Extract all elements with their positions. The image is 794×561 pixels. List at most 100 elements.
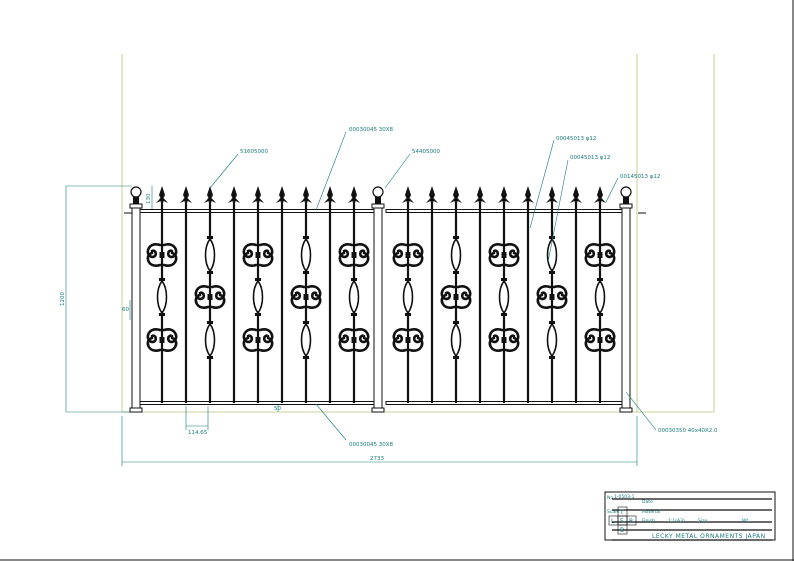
- title-block-scale-label: Scale: [607, 509, 619, 515]
- post-plate: [371, 203, 385, 209]
- post: [131, 205, 141, 413]
- scroll-ornament: [354, 336, 370, 352]
- spear-finial: [300, 186, 312, 206]
- spear-finial: [276, 186, 288, 206]
- scroll-ornament: [600, 251, 616, 267]
- post-cap: [620, 186, 632, 198]
- scroll-collar: [405, 337, 411, 343]
- scroll-ornament: [162, 336, 178, 352]
- spindle-collar: [453, 321, 459, 324]
- spindle-ornament: [498, 279, 510, 315]
- spindle-ornament: [204, 322, 216, 358]
- spindle-collar: [501, 313, 507, 316]
- spindle-collar: [255, 313, 261, 316]
- spindle-collar: [405, 313, 411, 316]
- spear-finial: [204, 186, 216, 206]
- spear-finial: [426, 186, 438, 206]
- scroll-ornament: [242, 328, 258, 344]
- title-block-weight-label: Wt.: [742, 518, 750, 524]
- scroll-ornament: [162, 328, 178, 344]
- scroll-ornament: [440, 285, 456, 301]
- scroll-ornament: [338, 251, 354, 267]
- scroll-collar: [597, 252, 603, 258]
- scroll-ornament: [242, 243, 258, 259]
- scroll-ornament: [552, 285, 568, 301]
- scroll-ornament: [258, 328, 274, 344]
- scroll-ornament: [338, 336, 354, 352]
- spear-finial: [324, 186, 336, 206]
- post: [373, 205, 383, 413]
- projection-front: F: [620, 518, 624, 525]
- spindle-collar: [549, 236, 555, 239]
- scroll-ornament: [584, 243, 600, 259]
- scroll-ornament: [408, 251, 424, 267]
- callout-bottom-rail: 00030045 30X8: [349, 442, 394, 448]
- company-name: LECKY METAL ORNAMENTS JAPAN: [652, 533, 766, 540]
- spindle-ornament: [450, 322, 462, 358]
- post-cap-neck: [375, 197, 381, 204]
- scroll-collar: [501, 337, 507, 343]
- projection-left: L: [611, 518, 615, 525]
- leader-lines: [209, 131, 657, 441]
- scroll-collar: [453, 294, 459, 300]
- spindle-collar: [405, 278, 411, 281]
- spindle-collar: [549, 321, 555, 324]
- scroll-collar: [597, 337, 603, 343]
- scroll-ornament: [536, 285, 552, 301]
- title-block-finish-label: Finish: [642, 518, 655, 524]
- scroll-ornament: [392, 328, 408, 344]
- scroll-collar: [159, 252, 165, 258]
- scroll-ornament: [456, 285, 472, 301]
- spindle-collar: [207, 271, 213, 274]
- scroll-ornament: [290, 285, 306, 301]
- scroll-ornament: [338, 328, 354, 344]
- callout-finial-spear: 51605000: [240, 149, 268, 155]
- spear-finial: [474, 186, 486, 206]
- scroll-collar: [303, 294, 309, 300]
- post-plate: [129, 203, 143, 209]
- scroll-ornament: [194, 293, 210, 309]
- scroll-ornament: [146, 336, 162, 352]
- callout-bar-1: 00045013 φ12: [556, 136, 596, 142]
- dimension-overall-height: 1200: [60, 292, 66, 306]
- projection-bottom: B: [620, 527, 624, 534]
- scroll-ornament: [504, 328, 520, 344]
- spindle-collar: [351, 313, 357, 316]
- spindle-collar: [207, 236, 213, 239]
- scroll-ornament: [210, 293, 226, 309]
- spindle-collar: [303, 236, 309, 239]
- spindle-ornament: [546, 237, 558, 273]
- spindle-collar: [303, 271, 309, 274]
- scroll-ornament: [456, 293, 472, 309]
- dimension-lines: [65, 185, 638, 466]
- fence-elevation: [124, 186, 646, 413]
- title-block-scale-value: 1:1(A3): [668, 518, 685, 524]
- scroll-collar: [351, 252, 357, 258]
- scroll-collar: [207, 294, 213, 300]
- scroll-collar: [159, 337, 165, 343]
- spear-finial: [522, 186, 534, 206]
- scroll-ornament: [354, 251, 370, 267]
- guide-lines: [121, 54, 715, 413]
- scroll-ornament: [488, 251, 504, 267]
- scroll-ornament: [258, 336, 274, 352]
- scroll-collar: [255, 252, 261, 258]
- spindle-collar: [549, 271, 555, 274]
- spindle-collar: [351, 278, 357, 281]
- scroll-ornament: [552, 293, 568, 309]
- dimension-spear-height: 130: [146, 193, 152, 204]
- scroll-collar: [501, 252, 507, 258]
- spear-finial: [402, 186, 414, 206]
- projection-right: R: [629, 518, 633, 525]
- spindle-ornament: [300, 322, 312, 358]
- scroll-ornament: [354, 328, 370, 344]
- title-block: [604, 491, 776, 541]
- spindle-collar: [207, 321, 213, 324]
- spindle-ornament: [450, 237, 462, 273]
- scroll-ornament: [306, 293, 322, 309]
- callout-top-rail: 00030045 30X8: [349, 127, 394, 133]
- scroll-ornament: [584, 336, 600, 352]
- scroll-ornament: [488, 243, 504, 259]
- spindle-collar: [453, 356, 459, 359]
